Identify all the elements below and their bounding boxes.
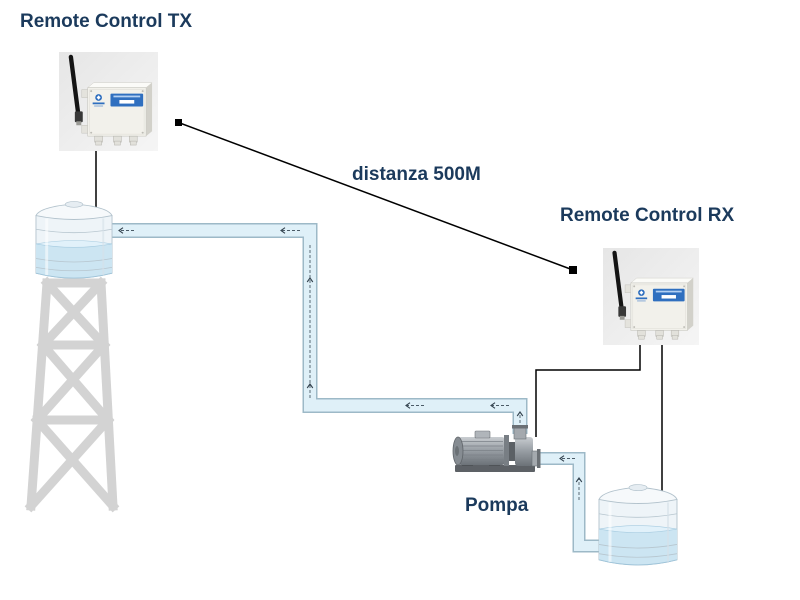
flow-direction-arrows [118, 227, 524, 428]
rx-label: Remote Control RX [560, 205, 735, 226]
pump-icon [452, 425, 541, 472]
tx-link-endpoint [175, 119, 182, 126]
water-tower-icon [24, 276, 120, 513]
suction-pipe [536, 452, 606, 553]
ground-tank-icon [598, 483, 678, 567]
distance-label: distanza 500M [352, 164, 481, 185]
tower-tank-icon [35, 199, 113, 280]
pump-outlet [513, 426, 527, 440]
rx-device-icon [603, 248, 699, 345]
delivery-pipe [108, 223, 528, 434]
radio-link [175, 119, 577, 274]
flow-direction-arrows [559, 455, 583, 500]
rx-to-pump-wire [535, 345, 641, 437]
rx-link-endpoint [569, 266, 577, 274]
pump-motor [458, 437, 505, 465]
radio-link-line [178, 121, 574, 271]
tx-device-icon [59, 52, 158, 151]
pump-casing [515, 437, 533, 466]
tx-label: Remote Control TX [20, 11, 192, 32]
pump-label: Pompa [465, 495, 529, 516]
